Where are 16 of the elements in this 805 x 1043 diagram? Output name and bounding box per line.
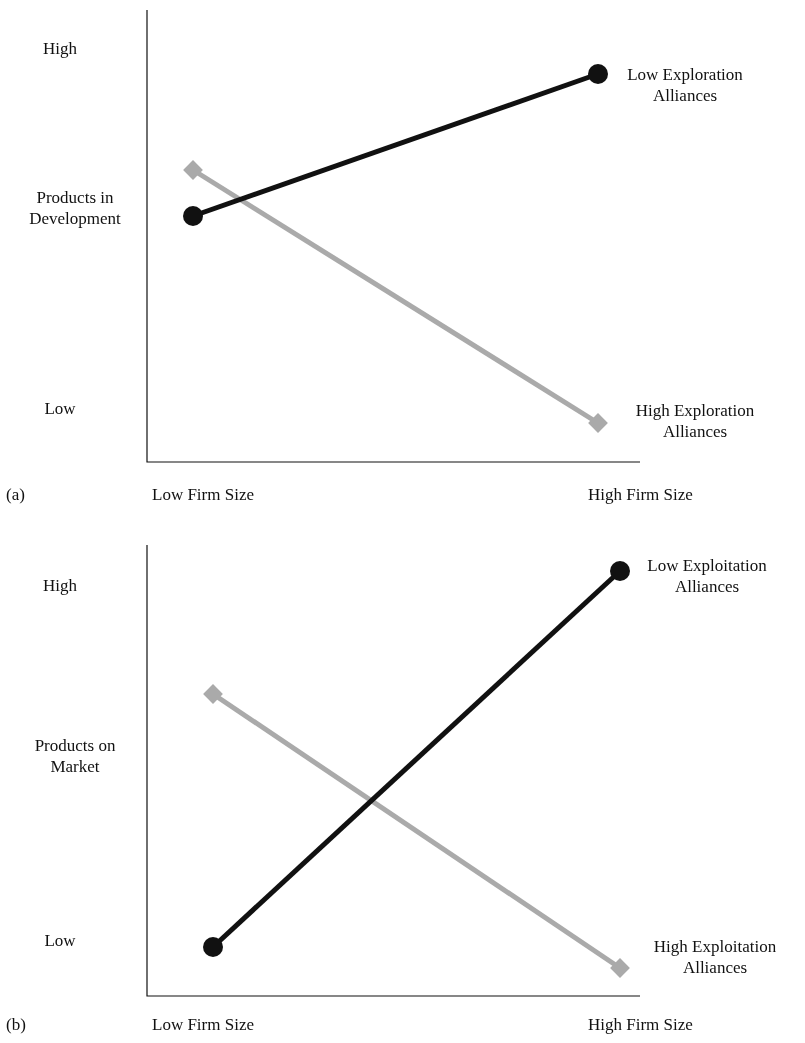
category-label: Low Firm Size xyxy=(152,484,255,505)
axis-title: Products on Market xyxy=(33,735,117,777)
axis-level-label: High xyxy=(42,575,78,596)
axis-level-label: Low xyxy=(43,398,77,419)
axis-title: Products in Development xyxy=(28,187,122,229)
category-label: High Firm Size xyxy=(588,1014,694,1035)
series-label: High Exploitation Alliances xyxy=(652,936,778,978)
axis-level-label: Low xyxy=(43,930,77,951)
series-label: Low Exploitation Alliances xyxy=(646,555,768,597)
series-label: High Exploration Alliances xyxy=(634,400,756,442)
category-label: Low Firm Size xyxy=(152,1014,255,1035)
panel-label: (a) xyxy=(6,484,26,505)
category-label: High Firm Size xyxy=(588,484,694,505)
axis-level-label: High xyxy=(42,38,78,59)
series-label: Low Exploration Alliances xyxy=(626,64,744,106)
panel-label: (b) xyxy=(6,1014,27,1035)
